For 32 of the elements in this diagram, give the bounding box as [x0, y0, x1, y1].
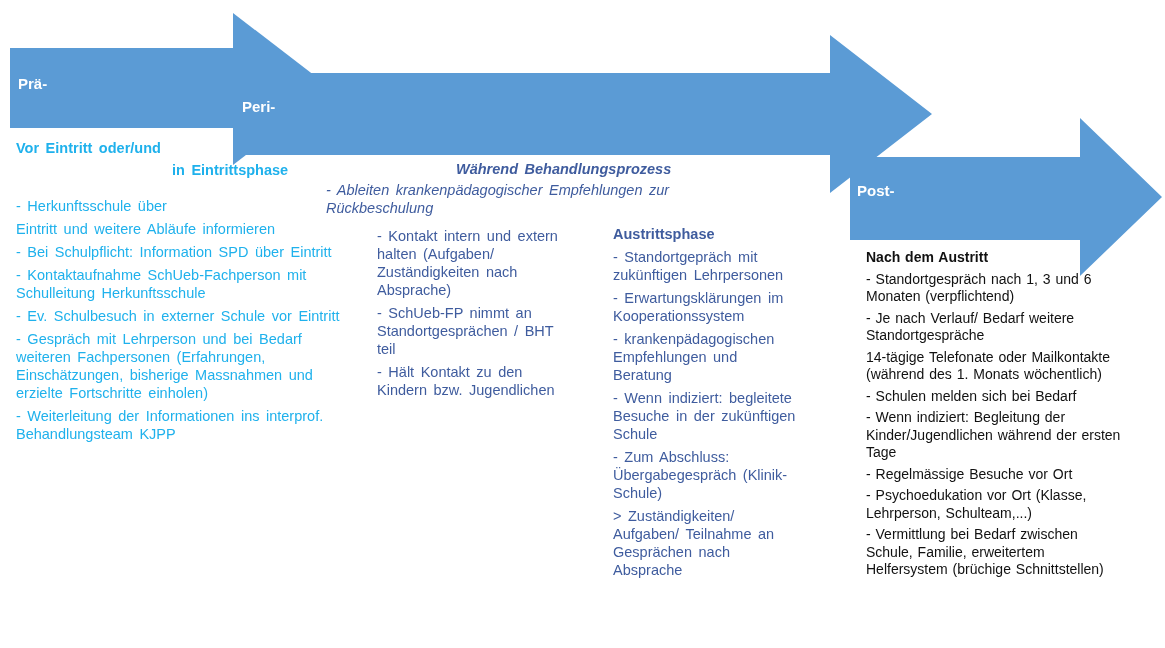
phase-label: Prä-: [18, 75, 48, 92]
bullet-text: > Zuständigkeiten/ Aufgaben/ Teilnahme an Gesprächen nach Absprache: [613, 507, 776, 579]
bullet-text: - SchUeb-FP nimmt an Standortgesprächen / BHT teil: [377, 304, 555, 358]
bullet-text: - Ableiten krankenpädagogischer Empfehlungen zur Rückbeschulung: [326, 181, 671, 217]
phase-label: Post-: [857, 182, 895, 199]
phase-heading: Vor Eintritt oder/und: [16, 139, 162, 157]
bullet-text: - Gespräch mit Lehrperson und bei Bedarf weiteren Fachpersonen (Erfahrungen, Einschätzungen, bisherige Massnahmen und erzielte Fortschritte einholen): [16, 330, 314, 402]
bullet-text: - Psychoedukation vor Ort (Klasse, Lehrperson, Schulteam,...): [866, 487, 1088, 522]
bullet-text: - Standortgespräch nach 1, 3 und 6 Monaten (verpflichtend): [866, 270, 1093, 306]
bullet-text: - Schulen melden sich bei Bedarf: [866, 387, 1078, 405]
bullet-text: - Kontaktaufnahme SchUeb-Fachperson mit Schulleitung Herkunftsschule: [16, 266, 308, 302]
bullet-text: - Erwartungsklärungen im Kooperationssystem: [613, 289, 785, 325]
phase-heading: in Eintrittsphase: [172, 161, 290, 179]
bullet-text: - Wenn indiziert: Begleitung der Kinder/Jugendlichen während der ersten Tage: [866, 409, 1122, 462]
bullet-text: 14-tägige Telefonate oder Mailkontakte (während des 1. Monats wöchentlich): [866, 348, 1111, 384]
phase-heading: Austrittsphase: [613, 225, 716, 243]
bullet-text: - Zum Abschluss: Übergabegespräch (Klinik-Schule): [613, 448, 789, 502]
bullet-text: - krankenpädagogischen Empfehlungen und Beratung: [613, 330, 776, 384]
phase-heading: Während Behandlungsprozess: [456, 160, 673, 178]
bullet-text: - Wenn indiziert: begleitete Besuche in der zukünftigen Schule: [613, 389, 797, 443]
bullet-text: - Regelmässige Besuche vor Ort: [866, 465, 1074, 483]
bullet-text: - Vermittlung bei Bedarf zwischen Schule, Familie, erweitertem Helfersystem (brüchige Schnittstellen): [866, 526, 1105, 579]
bullet-text: - Hält Kontakt zu den Kindern bzw. Jugendlichen: [377, 363, 556, 399]
bullet-text: - Je nach Verlauf/ Bedarf weitere Standortgespräche: [866, 309, 1076, 345]
phase-label: Peri-: [242, 98, 276, 115]
bullet-text: - Kontakt intern und extern halten (Aufgaben/ Zuständigkeiten nach Absprache): [377, 227, 559, 299]
bullet-text: - Ev. Schulbesuch in externer Schule vor Eintritt: [16, 307, 341, 325]
bullet-text: - Weiterleitung der Informationen ins interprof. Behandlungsteam KJPP: [16, 407, 325, 443]
bullet-text: - Bei Schulpflicht: Information SPD über Eintritt: [16, 243, 333, 261]
bullet-text: - Standortgepräch mit zukünftigen Lehrpersonen: [613, 248, 785, 284]
bullet-text: Eintritt und weitere Abläufe informieren: [16, 220, 277, 238]
phase-heading: Nach dem Austritt: [866, 249, 990, 267]
